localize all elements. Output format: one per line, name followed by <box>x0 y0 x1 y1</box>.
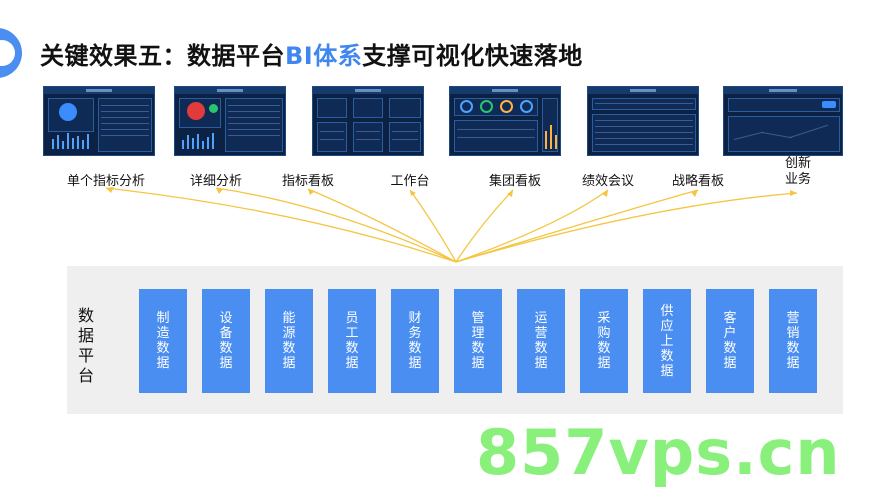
data-source-label: 管理数据 <box>471 311 485 371</box>
view-label-group-board: 集团看板 <box>488 174 541 189</box>
data-source-label: 采购数据 <box>597 311 611 371</box>
data-source-supply[interactable]: 供应上数据 <box>643 289 691 393</box>
data-source-energy[interactable]: 能源数据 <box>265 289 313 393</box>
data-source-management[interactable]: 管理数据 <box>454 289 502 393</box>
data-platform-label: 数据平台 <box>77 306 94 385</box>
connector-strategy-board <box>455 189 699 263</box>
dashboard-thumbnail-detail[interactable] <box>174 86 286 156</box>
slide-title: 关键效果五：数据平台BI体系支撑可视化快速落地 <box>40 36 583 71</box>
data-source-label: 客户数据 <box>723 311 737 371</box>
connector-performance-meeting <box>455 189 609 263</box>
data-source-label: 供应上数据 <box>660 303 674 379</box>
connector-metric-board <box>307 188 457 263</box>
connector-workbench <box>409 189 457 263</box>
data-source-label: 制造数据 <box>156 311 170 371</box>
connector-detail <box>215 187 457 263</box>
view-label-innovation: 创新业务 <box>784 156 811 187</box>
data-source-label: 员工数据 <box>345 311 359 371</box>
connector-innovation <box>455 192 798 263</box>
dashboard-thumbnail-single-metric[interactable] <box>43 86 155 156</box>
data-source-manufacturing[interactable]: 制造数据 <box>139 289 187 393</box>
data-source-label: 财务数据 <box>408 311 422 371</box>
data-source-equipment[interactable]: 设备数据 <box>202 289 250 393</box>
watermark-text: 857vps.cn <box>476 416 841 489</box>
data-source-label: 运营数据 <box>534 311 548 371</box>
data-source-label: 能源数据 <box>282 311 296 371</box>
corner-badge <box>0 28 22 78</box>
view-label-strategy-board: 战略看板 <box>671 174 724 189</box>
title-tail: 支撑可视化快速落地 <box>362 42 583 70</box>
title-accent: BI体系 <box>285 42 363 70</box>
data-source-operations[interactable]: 运营数据 <box>517 289 565 393</box>
view-label-metric-board: 指标看板 <box>281 174 334 189</box>
title-main: 关键效果五：数据平台 <box>40 42 285 70</box>
connector-group-board <box>455 189 514 263</box>
dashboard-thumbnail-metric-board[interactable] <box>312 86 424 156</box>
view-label-detail: 详细分析 <box>189 174 242 189</box>
dashboard-thumbnail-performance-meeting[interactable] <box>587 86 699 156</box>
view-label-workbench: 工作台 <box>390 174 430 189</box>
data-source-procurement[interactable]: 采购数据 <box>580 289 628 393</box>
data-source-marketing[interactable]: 营销数据 <box>769 289 817 393</box>
dashboard-thumbnail-strategy-board[interactable] <box>723 86 843 156</box>
data-source-label: 营销数据 <box>786 311 800 371</box>
connector-single-metric <box>105 187 457 263</box>
data-source-finance[interactable]: 财务数据 <box>391 289 439 393</box>
data-source-employee[interactable]: 员工数据 <box>328 289 376 393</box>
dashboard-thumbnail-group-board[interactable] <box>449 86 561 156</box>
data-source-customer[interactable]: 客户数据 <box>706 289 754 393</box>
view-label-single-metric: 单个指标分析 <box>66 174 145 189</box>
view-label-performance-meeting: 绩效会议 <box>581 174 634 189</box>
data-source-label: 设备数据 <box>219 311 233 371</box>
